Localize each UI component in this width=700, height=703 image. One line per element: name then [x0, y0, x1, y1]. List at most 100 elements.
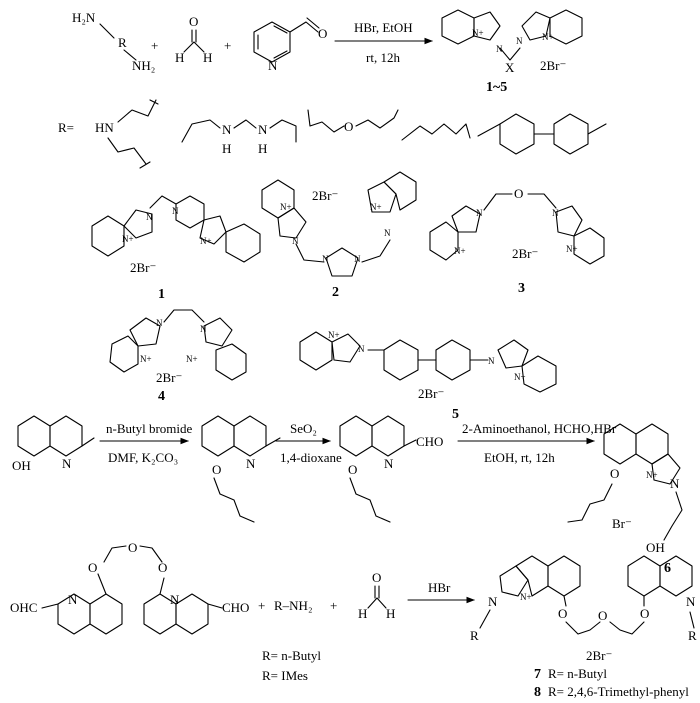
h-atom: H [222, 141, 231, 156]
n-plus: N+ [542, 32, 554, 42]
nh-text: HN [95, 120, 114, 135]
h-text: H [358, 606, 367, 621]
n-atom: N [68, 592, 78, 607]
o-atom: O [640, 606, 649, 621]
counter-ion: 2Br⁻ [418, 386, 444, 401]
o-atom: O [88, 560, 97, 575]
o-text: O [348, 462, 357, 477]
n-plus: N+ [646, 470, 658, 480]
r-linker-piperazine-like: HN [95, 99, 159, 169]
compound-r-text: R= 2,4,6-Trimethyl-phenyl [548, 684, 689, 699]
n-atom: N [322, 254, 329, 264]
bis-quinoline-dialdehyde: N OHC O O O N CHO [10, 540, 249, 635]
h-text: H [386, 606, 395, 621]
counter-ion: Br⁻ [612, 516, 632, 531]
n-plus: N+ [514, 372, 526, 382]
amine-reagent: R–NH₂ [274, 598, 312, 613]
r-option: R= n-Butyl [262, 648, 321, 663]
n-atom: N [384, 456, 394, 471]
counter-ion: 2Br⁻ [130, 260, 156, 275]
o-atom: O [558, 606, 567, 621]
n-plus: N+ [328, 330, 340, 340]
arrow-conditions-top: HBr [428, 580, 451, 595]
compound-label: 1 [158, 287, 165, 302]
o-atom: O [344, 119, 353, 134]
n-atom: N [358, 344, 365, 354]
compound-label: 7 [534, 667, 541, 682]
arrow-conditions-top: 2-Aminoethanol, HCHO,HBr [462, 421, 617, 436]
cho-text: CHO [416, 434, 443, 449]
n-atom: N [292, 236, 299, 246]
o-atom: O [514, 186, 523, 201]
oh-text: OH [12, 458, 31, 473]
r-text: R [118, 35, 127, 50]
compound-3: N N+ O N N+ 2Br⁻ 3 [429, 186, 605, 296]
n-plus: N+ [200, 236, 212, 246]
compound-label: 6 [664, 561, 671, 576]
n-atom: N [516, 36, 523, 46]
n-atom: N [246, 456, 256, 471]
o-atom: O [158, 560, 167, 575]
bis-imidazoquinolinium-product: N+ N R O O O N R 2Br⁻ 7 R= n-Butyl 8 R= … [470, 555, 697, 700]
cho-text: CHO [222, 600, 249, 615]
compound-r-text: R= n-Butyl [548, 666, 607, 681]
n-plus: N+ [280, 202, 292, 212]
formaldehyde-reagent: O H H [175, 14, 212, 65]
butoxy-quinaldine: N O [201, 415, 281, 523]
o-text: O [372, 570, 381, 585]
plus-sign: + [258, 598, 265, 613]
compound-4: N N+ N N+ 2Br⁻ 4 [109, 309, 247, 404]
h-atom: H [258, 141, 267, 156]
n-atom: N [146, 212, 153, 222]
n-atom: N [488, 356, 495, 366]
o-text: O [212, 462, 221, 477]
o-atom: O [128, 540, 137, 555]
picolinaldehyde-reagent: N O [253, 17, 327, 73]
r-substituent: R [470, 628, 479, 643]
nh2-text: NH₂ [132, 58, 155, 73]
n-atom: N [268, 58, 278, 73]
r-definition-prefix: R= [58, 120, 74, 135]
n-atom: N [200, 324, 207, 334]
compound-label: 4 [158, 389, 165, 404]
n-atom: N [156, 318, 163, 328]
n-atom: N [476, 208, 483, 218]
n-atom: N [496, 44, 503, 54]
plus-sign: + [151, 38, 158, 53]
n-atom: N [670, 476, 680, 491]
n-atom: N [62, 456, 72, 471]
compound-label: 3 [518, 281, 525, 296]
n-plus: N+ [454, 246, 466, 256]
n-plus: N+ [140, 354, 152, 364]
n-plus: N+ [370, 202, 382, 212]
n-plus: N+ [472, 28, 484, 38]
butoxy-quinoline-aldehyde: N CHO O [339, 415, 443, 523]
h2n-text: H₂N [72, 10, 96, 25]
counter-ion: 2Br⁻ [586, 648, 612, 663]
arrow-conditions-top: n-Butyl bromide [106, 421, 193, 436]
arrow-conditions-bottom: 1,4-dioxane [280, 450, 342, 465]
r-linker-triamine: N H N H [181, 119, 297, 156]
linker-x: X [505, 60, 515, 75]
n-atom: N [552, 208, 559, 218]
compound-label: 2 [332, 285, 339, 300]
o-text: O [318, 26, 327, 41]
n-plus: N+ [122, 234, 134, 244]
scheme-2: N OH n-Butyl bromide DMF, K₂CO₃ N O SeO₂… [12, 415, 683, 576]
scheme-1: H₂N R NH₂ + O H H + N O HBr, EtOH rt, 12… [58, 9, 607, 169]
n-atom: N [222, 122, 232, 137]
diamine-reagent: H₂N R NH₂ [72, 10, 155, 73]
o-text: O [189, 14, 198, 29]
counter-ion: 2Br⁻ [312, 188, 338, 203]
r-substituent: R [688, 628, 697, 643]
arrow-conditions-bottom: DMF, K₂CO₃ [108, 450, 178, 465]
plus-sign: + [330, 598, 337, 613]
h-text: H [203, 50, 212, 65]
compound-2: N+ N N N N+ N 2Br⁻ 2 [261, 171, 417, 300]
hydroxyquinaldine: N OH [12, 415, 95, 473]
counter-ion: 2Br⁻ [540, 58, 566, 73]
r-linker-biphenyl [477, 113, 607, 155]
compound-1: N+ N N N+ 2Br⁻ 1 [91, 195, 261, 302]
counter-ion: 2Br⁻ [512, 246, 538, 261]
